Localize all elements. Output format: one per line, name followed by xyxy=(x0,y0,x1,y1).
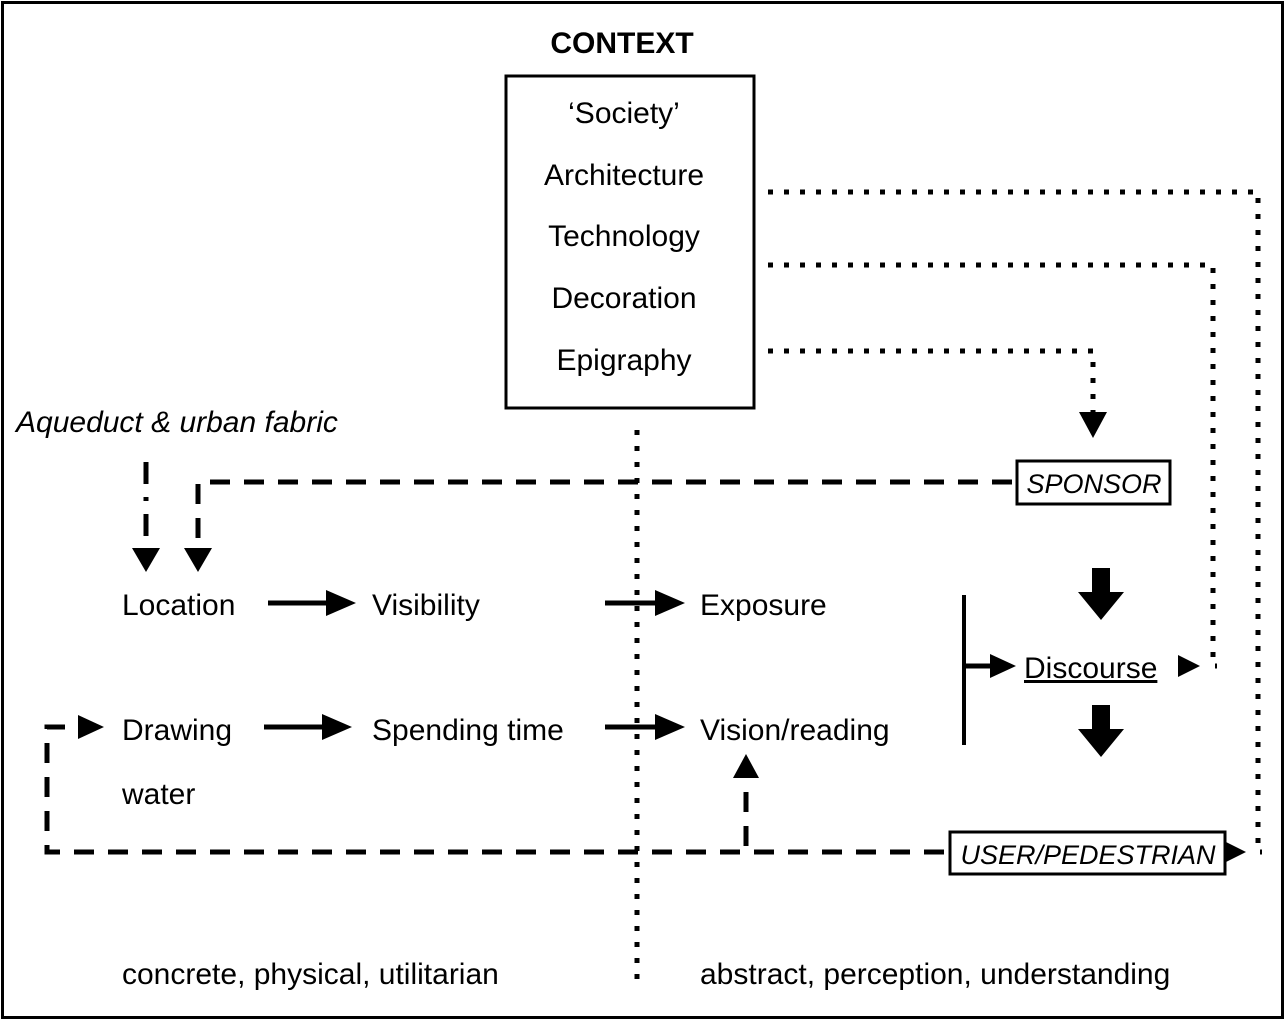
context-item-epigraphy: Epigraphy xyxy=(556,344,691,377)
node-visibility: Visibility xyxy=(372,589,480,622)
sponsor-box xyxy=(1015,459,1172,506)
block-arrow-discourse-to-user xyxy=(1078,705,1124,757)
aqueduct-urban-fabric-label: Aqueduct & urban fabric xyxy=(14,406,338,439)
arrowhead-to-user-right xyxy=(1224,841,1246,863)
context-box xyxy=(504,74,756,410)
arrowhead-drawing-to-spending xyxy=(322,714,352,740)
footer-right-label: abstract, perception, understanding xyxy=(700,958,1170,991)
arrowhead-to-sponsor xyxy=(1079,412,1107,438)
node-location: Location xyxy=(122,589,235,622)
arrowhead-location-to-visibility xyxy=(326,590,356,616)
actor-sponsor-label: SPONSOR xyxy=(1026,469,1161,499)
context-item-society: ‘Society’ xyxy=(568,97,680,130)
arrowhead-sponsor-to-location xyxy=(184,548,212,572)
node-spending-time: Spending time xyxy=(372,714,564,747)
arrowhead-spending-to-vision xyxy=(655,714,685,740)
dashed-connector-sponsor-to-location xyxy=(195,479,1012,548)
footer-left-label: concrete, physical, utilitarian xyxy=(122,958,499,991)
arrowhead-to-vision-reading xyxy=(733,754,759,778)
arrowhead-bracket-to-discourse xyxy=(990,654,1016,678)
dashed-connector-user-to-drawing xyxy=(44,724,944,855)
dotted-connector-epigraphy xyxy=(768,348,1096,412)
arrowhead-aqueduct-to-location xyxy=(132,548,160,572)
context-item-decoration: Decoration xyxy=(551,282,696,315)
actor-discourse-label: Discourse xyxy=(1024,652,1157,685)
node-exposure: Exposure xyxy=(700,589,827,622)
arrowhead-to-drawing xyxy=(78,715,104,739)
block-arrow-sponsor-to-discourse xyxy=(1078,568,1124,620)
context-item-technology: Technology xyxy=(548,220,700,253)
node-drawing: Drawing xyxy=(122,714,232,747)
node-water: water xyxy=(121,778,195,811)
diagram-title: CONTEXT xyxy=(550,27,693,60)
user-pedestrian-box xyxy=(948,830,1227,876)
arrowhead-to-discourse-right xyxy=(1178,655,1200,677)
context-item-architecture: Architecture xyxy=(544,159,704,192)
dotted-connector-architecture xyxy=(768,189,1262,855)
actor-user-pedestrian-label: USER/PEDESTRIAN xyxy=(960,840,1216,870)
dotted-connector-decoration xyxy=(768,262,1217,669)
arrowhead-visibility-to-exposure xyxy=(655,590,685,616)
node-vision-reading: Vision/reading xyxy=(700,714,890,747)
